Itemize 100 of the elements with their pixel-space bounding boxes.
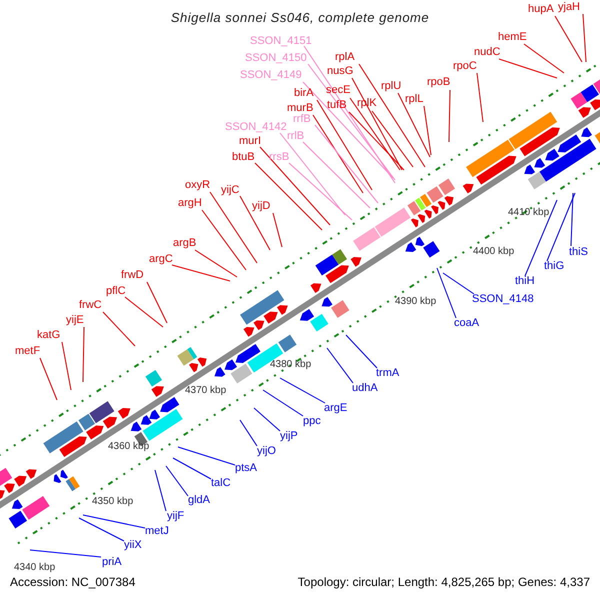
leader-line	[302, 142, 370, 208]
gene-label: argC	[149, 253, 173, 266]
gene-label: SSON_4149	[240, 69, 302, 82]
leader-line	[280, 132, 346, 216]
gene-label: btuB	[232, 151, 255, 164]
gene-label: yijD	[252, 200, 270, 213]
leader-line	[302, 82, 394, 178]
leader-line	[78, 518, 124, 542]
leader-line	[254, 408, 280, 432]
gene-label: rplA	[335, 51, 355, 64]
gene-label: pflC	[106, 285, 126, 298]
leader-line	[424, 106, 432, 156]
leader-line	[348, 112, 404, 170]
leader-line	[260, 146, 330, 226]
gene-label: coaA	[454, 317, 480, 330]
scale-label: 4410 kbp	[508, 207, 550, 219]
leader-line	[124, 296, 164, 328]
gene-label: yijC	[221, 184, 240, 197]
leader-line	[202, 210, 246, 270]
gene-label: yijO	[257, 445, 276, 458]
leader-line	[436, 268, 456, 318]
gene-label: ppc	[303, 415, 321, 428]
scale-label: 4360 kbp	[108, 441, 150, 453]
gene-label: thiH	[515, 275, 535, 288]
scale-label: 4400 kbp	[473, 246, 514, 258]
leader-line	[304, 46, 396, 184]
leader-line	[194, 250, 238, 278]
leader-line	[254, 162, 322, 230]
gene-label: SSON_4142	[225, 121, 287, 134]
gene-label: rpoC	[453, 60, 477, 73]
gene-label: nudC	[474, 46, 500, 59]
title: Shigella sonnei Ss046, complete genome	[170, 10, 430, 25]
gene-label: argB	[173, 237, 196, 250]
gene-label: secE	[326, 84, 350, 97]
leader-line	[240, 196, 270, 250]
leader-line	[350, 98, 400, 170]
leader-line	[352, 78, 402, 170]
leader-line	[372, 110, 414, 168]
gene-label: metJ	[145, 525, 169, 538]
leader-line	[314, 124, 378, 204]
gene-label: rplL	[405, 93, 424, 106]
leader-line	[316, 100, 372, 190]
scale-label: 4350 kbp	[92, 496, 134, 508]
leader-line	[288, 162, 352, 220]
leader-line	[62, 342, 72, 390]
leader-line	[570, 192, 574, 246]
leader-line	[448, 90, 450, 142]
gene-label: priA	[102, 556, 122, 569]
gene-label: SSON_4151	[250, 35, 312, 48]
leader-line	[346, 334, 378, 368]
leader-line	[312, 114, 364, 194]
leader-line	[524, 200, 558, 276]
leader-line	[442, 272, 474, 294]
gene-label: rrfB	[293, 113, 311, 126]
gene-label: birA	[294, 87, 314, 100]
gene-label: tufB	[327, 99, 347, 112]
gene-label: rrlB	[287, 130, 304, 143]
leader-line	[358, 64, 426, 168]
gene-label: rplU	[381, 80, 402, 93]
leader-line	[308, 64, 396, 180]
gene-label: rrsB	[269, 151, 290, 164]
gene-label: murI	[239, 135, 261, 148]
gene-label: yijF	[167, 510, 184, 523]
leader-line	[172, 264, 230, 282]
leader-line	[172, 458, 212, 480]
gene-label: talC	[211, 477, 231, 490]
gene-label: murB	[287, 102, 314, 115]
scale-label: 4380 kbp	[270, 359, 312, 371]
leader-line	[154, 470, 166, 512]
gene-label: yijP	[280, 430, 298, 443]
gene-label: hemE	[498, 31, 527, 44]
gene-label: yjaH	[558, 1, 580, 14]
scale-label: 4390 kbp	[395, 296, 436, 308]
leader-line	[280, 378, 326, 404]
leader-line	[272, 212, 282, 248]
gene-label: frwC	[79, 299, 102, 312]
leader-line	[262, 390, 304, 416]
scale-label: 4370 kbp	[185, 385, 226, 397]
leader-line	[554, 16, 582, 62]
gene-label: yiiX	[124, 539, 142, 552]
gene-label: frwD	[121, 269, 144, 282]
gene-label: katG	[37, 329, 60, 342]
gene-label: gldA	[188, 494, 210, 507]
leader-line	[398, 92, 430, 158]
gene-label: yijE	[66, 314, 84, 327]
leader-line	[178, 446, 236, 466]
leader-line	[102, 312, 136, 346]
leader-line	[240, 420, 258, 446]
gene-label: argE	[324, 402, 348, 415]
gene-label: oxyR	[185, 179, 210, 192]
leader-line	[82, 326, 84, 382]
leader-line	[210, 192, 258, 264]
gene-label: hupA	[528, 3, 554, 16]
footer-note: Topology: circular; Length: 4,825,265 bp; Genes: 4,337	[298, 575, 590, 589]
gene-label: trmA	[376, 367, 400, 380]
leader-line	[524, 44, 564, 74]
leader-line	[326, 348, 354, 384]
leader-line	[582, 14, 586, 62]
leader-line	[476, 72, 484, 122]
gene-label: argH	[178, 197, 202, 210]
